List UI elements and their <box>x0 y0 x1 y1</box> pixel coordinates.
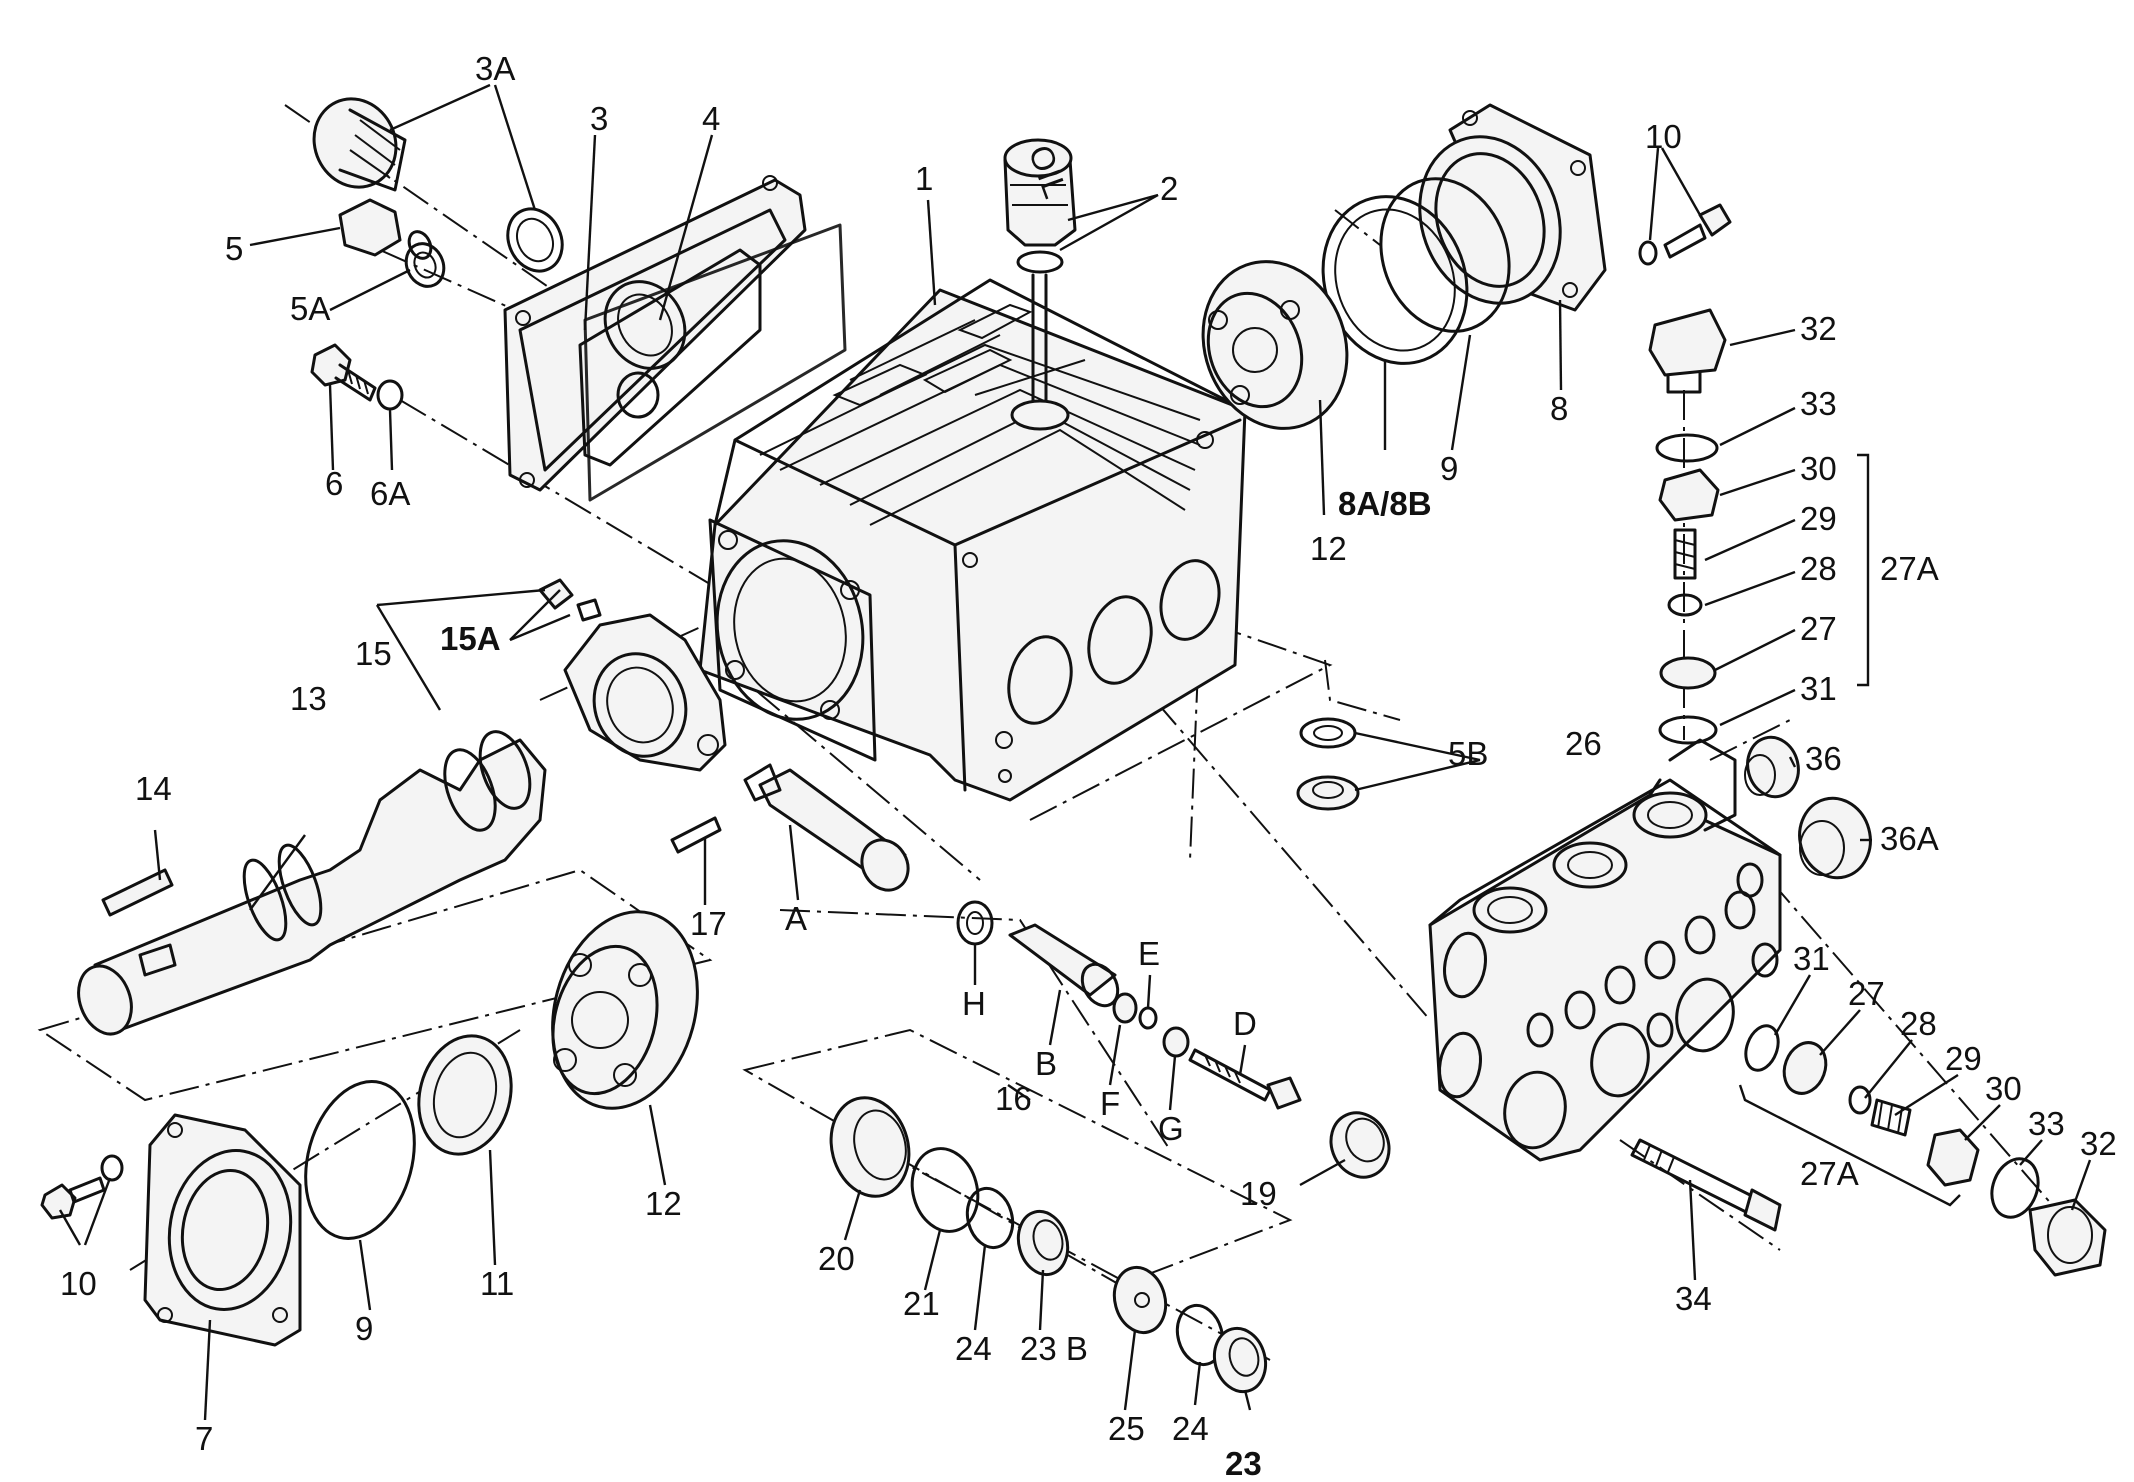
seal-11 <box>417 1034 513 1156</box>
label-30-right: 30 <box>1985 1070 2022 1107</box>
label-29-right: 29 <box>1945 1040 1982 1077</box>
label-5a: 5A <box>290 290 330 327</box>
label-8: 8 <box>1550 390 1568 427</box>
label-36a: 36A <box>1880 820 1939 857</box>
leader-lines <box>58 83 2092 1421</box>
bearing-flange-top <box>1418 103 1607 312</box>
label-28-top: 28 <box>1800 550 1837 587</box>
label-4: 4 <box>702 100 720 137</box>
bearing-flange-bottom <box>143 1113 302 1347</box>
packing-set <box>829 1096 1268 1394</box>
manifold-head <box>1428 738 1782 1162</box>
label-8ab: 8A/8B <box>1338 485 1432 522</box>
label-1: 1 <box>915 160 933 197</box>
label-23: 23 <box>1225 1445 1262 1482</box>
label-15: 15 <box>355 635 392 672</box>
label-24-b: 24 <box>1172 1410 1209 1447</box>
seal-rings-top <box>1201 177 1511 430</box>
label-5: 5 <box>225 230 243 267</box>
label-14: 14 <box>135 770 172 807</box>
label-26: 26 <box>1565 725 1602 762</box>
label-24-a: 24 <box>955 1330 992 1367</box>
label-23b: 23 B <box>1020 1330 1088 1367</box>
pin-17 <box>670 816 722 854</box>
label-19: 19 <box>1240 1175 1277 1212</box>
label-3a: 3A <box>475 50 515 87</box>
bolt-10-bottom <box>40 1154 124 1220</box>
label-33-right: 33 <box>2028 1105 2065 1142</box>
label-21: 21 <box>903 1285 940 1322</box>
bearing-12-bottom <box>551 910 699 1110</box>
label-29-top: 29 <box>1800 500 1837 537</box>
o-ring-9-bottom <box>304 1080 416 1240</box>
plug-3a <box>312 97 564 273</box>
label-10-top: 10 <box>1645 118 1682 155</box>
label-5b: 5B <box>1448 735 1488 772</box>
label-6a: 6A <box>370 475 410 512</box>
label-6: 6 <box>325 465 343 502</box>
label-3: 3 <box>590 100 608 137</box>
bolt-10-top <box>1638 203 1732 266</box>
label-F: F <box>1100 1085 1120 1122</box>
label-12-bottom: 12 <box>645 1185 682 1222</box>
label-27a-bottom: 27A <box>1800 1155 1859 1192</box>
label-34: 34 <box>1675 1280 1712 1317</box>
crankcase-housing <box>698 278 1247 802</box>
label-10-bottom: 10 <box>60 1265 97 1302</box>
rear-cover <box>503 175 847 502</box>
label-H: H <box>962 985 986 1022</box>
label-15a: 15A <box>440 620 501 657</box>
label-B: B <box>1035 1045 1057 1082</box>
label-A: A <box>785 900 807 937</box>
label-9-top: 9 <box>1440 450 1458 487</box>
connecting-rod <box>538 578 727 772</box>
label-7: 7 <box>195 1420 213 1457</box>
label-36: 36 <box>1805 740 1842 777</box>
label-25: 25 <box>1108 1410 1145 1447</box>
plunger-assembly <box>956 900 1302 1110</box>
label-G: G <box>1158 1110 1184 1147</box>
label-9-bottom: 9 <box>355 1310 373 1347</box>
oil-dipstick: OIL <box>1003 138 1077 431</box>
label-28-right: 28 <box>1900 1005 1937 1042</box>
label-2: 2 <box>1160 170 1178 207</box>
label-27a-top: 27A <box>1880 550 1939 587</box>
crankshaft <box>77 730 547 1036</box>
label-20: 20 <box>818 1240 855 1277</box>
valve-stack-right <box>1744 1024 2107 1277</box>
part-labels: 3A 3 4 5 5A 6 6A 1 2 10 8 9 8A/8B 12 32 … <box>60 50 2117 1482</box>
plunger-guide-A <box>743 763 910 892</box>
label-33-top: 33 <box>1800 385 1837 422</box>
label-27-top: 27 <box>1800 610 1837 647</box>
plug-36A <box>1798 796 1872 880</box>
label-D: D <box>1233 1005 1257 1042</box>
bolt-34 <box>1630 1138 1782 1232</box>
label-32-right: 32 <box>2080 1125 2117 1162</box>
seal-19 <box>1329 1111 1391 1179</box>
label-31-right: 31 <box>1793 940 1830 977</box>
label-13: 13 <box>290 680 327 717</box>
label-16: 16 <box>995 1080 1032 1117</box>
label-32-top: 32 <box>1800 310 1837 347</box>
seals-5B <box>1296 717 1360 811</box>
plug-5 <box>338 198 446 288</box>
bolt-6 <box>310 343 404 411</box>
valve-stack-top <box>1648 308 1727 745</box>
label-27-right: 27 <box>1848 975 1885 1012</box>
label-11: 11 <box>480 1265 514 1302</box>
label-E: E <box>1138 935 1160 972</box>
label-31-top: 31 <box>1800 670 1837 707</box>
label-30-top: 30 <box>1800 450 1837 487</box>
label-12-top: 12 <box>1310 530 1347 567</box>
label-17: 17 <box>690 905 727 942</box>
plug-36 <box>1744 735 1800 799</box>
